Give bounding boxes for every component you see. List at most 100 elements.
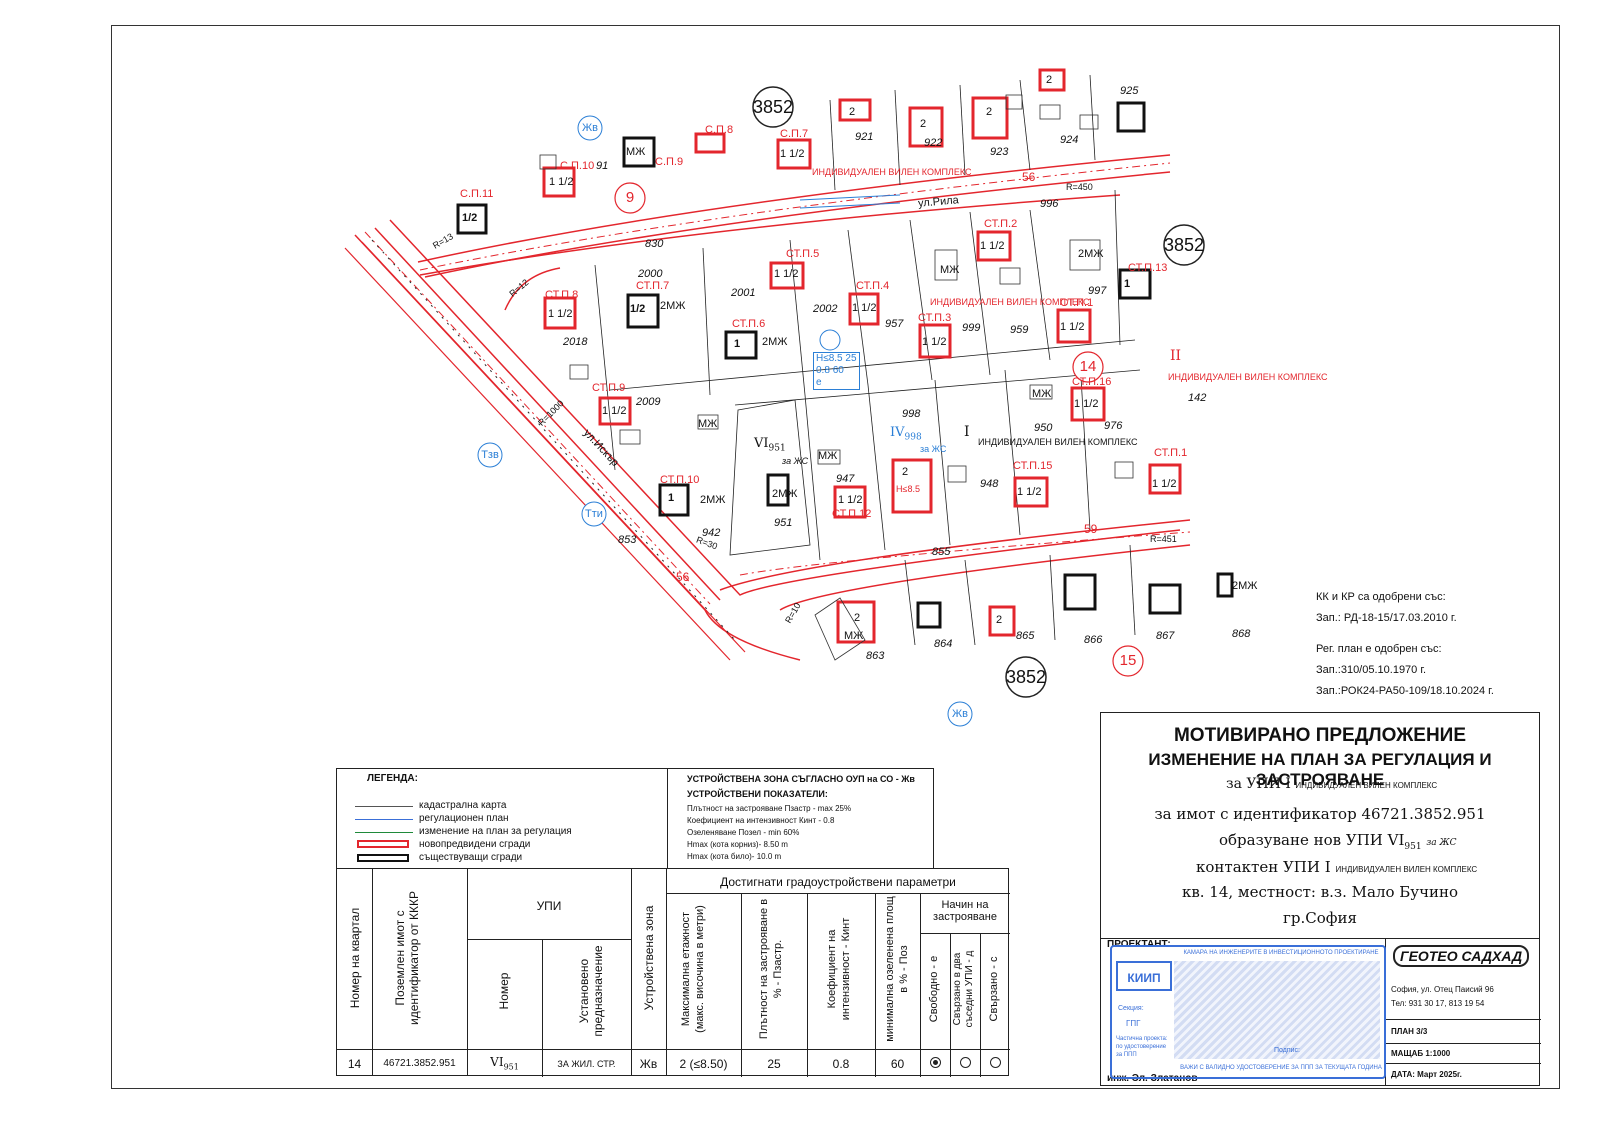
parcel-864: 864 <box>934 638 953 650</box>
upi-iv-purpose: за ЖС <box>920 444 947 454</box>
storey-mark-sp11: 1/2 <box>462 212 478 224</box>
parcel-976: 976 <box>1104 420 1123 432</box>
storey-mark-921: 2 <box>849 106 856 118</box>
parcel-830: 830 <box>645 238 664 250</box>
radio-pair[interactable] <box>950 1057 980 1071</box>
storey-2mzh-2000: 2МЖ <box>660 300 686 312</box>
storey-mzh-999: МЖ <box>940 264 960 276</box>
parcel-2002: 2002 <box>813 303 838 315</box>
parcel-2018: 2018 <box>563 336 588 348</box>
zone-circle-zhv-bottom <box>947 701 973 727</box>
storey-mark-stp6: 1 <box>734 338 741 350</box>
reg-title: Рег. план е одобрен със: <box>1316 643 1442 655</box>
stamp-section-label: Секция: <box>1118 1005 1144 1012</box>
storey-mzh-950: МЖ <box>1032 388 1052 400</box>
bldg-label-sp7: С.П.7 <box>780 128 809 140</box>
plan-scale: МАЩАБ 1:1000 <box>1391 1049 1451 1058</box>
parcel-91: 91 <box>596 160 609 172</box>
blue-lines <box>799 194 901 209</box>
parcel-142: 142 <box>1188 392 1207 404</box>
reg-order-1: Зап.:310/05.10.1970 г. <box>1316 664 1427 676</box>
parcel-997: 997 <box>1088 285 1107 297</box>
bldg-label-sp11: С.П.11 <box>460 188 494 200</box>
bldg-label-stp16: СТ.П.16 <box>1072 376 1112 388</box>
quarter-label-3852-bottom: 3852 <box>1005 667 1047 687</box>
storey-mark-top-right: 2 <box>1046 74 1053 86</box>
storey-mzh-863: МЖ <box>844 630 864 642</box>
plan-number: ПЛАН 3/3 <box>1391 1027 1428 1036</box>
bldg-label-stp7: СТ.П.7 <box>636 280 670 292</box>
bldg-label-stp5: СТ.П.5 <box>786 248 820 260</box>
indicator-density: 25 <box>845 353 857 364</box>
quarter-label-15: 15 <box>1119 652 1137 669</box>
indicator-kint: 0.8 <box>816 365 830 376</box>
legend: ЛЕГЕНДА: кадастрална карта регулационен … <box>336 768 934 870</box>
title-line-7: кв. 14, местност: в.з. Мало Бучино <box>1181 883 1459 901</box>
legend-swatch-regulation <box>355 819 413 820</box>
storey-2mzh-951: 2МЖ <box>772 488 798 500</box>
quarter-circle-15 <box>1112 645 1144 677</box>
storey-2mzh-942: 2МЖ <box>700 494 726 506</box>
cadastral-buildings <box>539 94 1134 661</box>
col-kint: Коефициент на интензивност - Кинт <box>826 917 852 1021</box>
parcel-866: 866 <box>1084 634 1103 646</box>
storey-2mzh-996: 2МЖ <box>1078 248 1104 260</box>
bldg-label-stp9: СТ.П.9 <box>592 382 626 394</box>
parcel-957: 957 <box>885 318 904 330</box>
radio-linked[interactable] <box>980 1057 1010 1071</box>
storey-mark-stp16: 1 1/2 <box>1074 398 1099 410</box>
legend-swatch-new <box>357 840 409 848</box>
zone-label-zhv-top: Жв <box>581 122 598 134</box>
upi-i-mid-purpose: ИНДИВИДУАЛЕН ВИЛЕН КОМПЛЕКС <box>930 297 1090 307</box>
drawing-frame <box>111 25 1560 1089</box>
indicator-h-upi-iv: Н≤8.5 <box>896 484 920 494</box>
bldg-label-sp10: С.П.10 <box>560 160 595 172</box>
row-purpose: ЗА ЖИЛ. СТР. <box>557 1059 616 1069</box>
storey-mark-sp10: 1 1/2 <box>549 176 574 188</box>
storey-mark-stp10: 1 <box>668 492 675 504</box>
col-height: Максимална етажност (макс. височина в ме… <box>680 905 706 1033</box>
row-zone: Жв <box>639 1057 658 1071</box>
quarter-label-14: 14 <box>1079 358 1097 375</box>
parcel-2001: 2001 <box>731 287 756 299</box>
bldg-label-stp10: СТ.П.10 <box>660 474 700 486</box>
legend-label-new: новопредвидени сгради <box>419 839 531 850</box>
upi-i-main-purpose: ИНДИВИДУАЛЕН ВИЛЕН КОМПЛЕКС <box>978 437 1138 447</box>
legend-swatch-change <box>355 832 413 833</box>
storey-mark-stp15: 1 1/2 <box>1017 486 1042 498</box>
storey-mark-stp5: 1 1/2 <box>774 268 799 280</box>
indicator-table: Н≤8.5 25 0.8 60 е <box>813 352 860 390</box>
indicator-green: 60 <box>832 365 844 376</box>
legend-indicators-title: УСТРОЙСТВЕНИ ПОКАЗАТЕЛИ: <box>687 789 828 799</box>
col-zone: Устройствена зона <box>642 905 656 1011</box>
parameters-table: Номер на квартал Поземлен имот с идентиф… <box>336 868 1010 1077</box>
storey-mark-stp7: 1/2 <box>630 303 646 315</box>
parcel-948: 948 <box>980 478 999 490</box>
stamp-redacted-area <box>1174 961 1380 1059</box>
storey-mark-stp9: 1 1/2 <box>602 405 627 417</box>
parcel-950: 950 <box>1034 422 1053 434</box>
upi-i-top-purpose: ИНДИВИДУАЛЕН ВИЛЕН КОМПЛЕКС <box>812 167 972 177</box>
row-number: VI951 <box>467 1055 542 1071</box>
parcel-923: 923 <box>990 146 1009 158</box>
storey-mark-stp2: 1 1/2 <box>980 240 1005 252</box>
storey-mark-863: 2 <box>854 612 861 624</box>
rail-lines <box>344 241 746 661</box>
radio-free[interactable] <box>920 1057 950 1071</box>
quarter-label-3852-right: 3852 <box>1163 235 1205 255</box>
stamp-section: ГПГ <box>1126 1019 1141 1028</box>
row-density: 25 <box>767 1057 781 1071</box>
parcel-863: 863 <box>866 650 885 662</box>
kiip-stamp: КАМАРА НА ИНЖЕНЕРИТЕ В ИНВЕСТИЦИОННОТО П… <box>1110 945 1386 1079</box>
dim-59: 59 <box>1084 522 1098 536</box>
legend-indicator-hmax-ridge: Hmax (кота било)- 10.0 m <box>687 852 782 861</box>
parcel-868: 868 <box>1232 628 1251 640</box>
upi-iv-sub: 998 <box>904 432 922 443</box>
title-line-4: за имот с идентификатор 46721.3852.951 <box>1154 805 1486 823</box>
row-kint: 0.8 <box>832 1057 850 1071</box>
upi-iv-number: IV <box>890 425 905 440</box>
bldg-label-sp8: С.П.8 <box>705 124 734 136</box>
dim-56-top: 56 <box>1022 170 1036 184</box>
zone-circle-tti <box>581 501 607 527</box>
